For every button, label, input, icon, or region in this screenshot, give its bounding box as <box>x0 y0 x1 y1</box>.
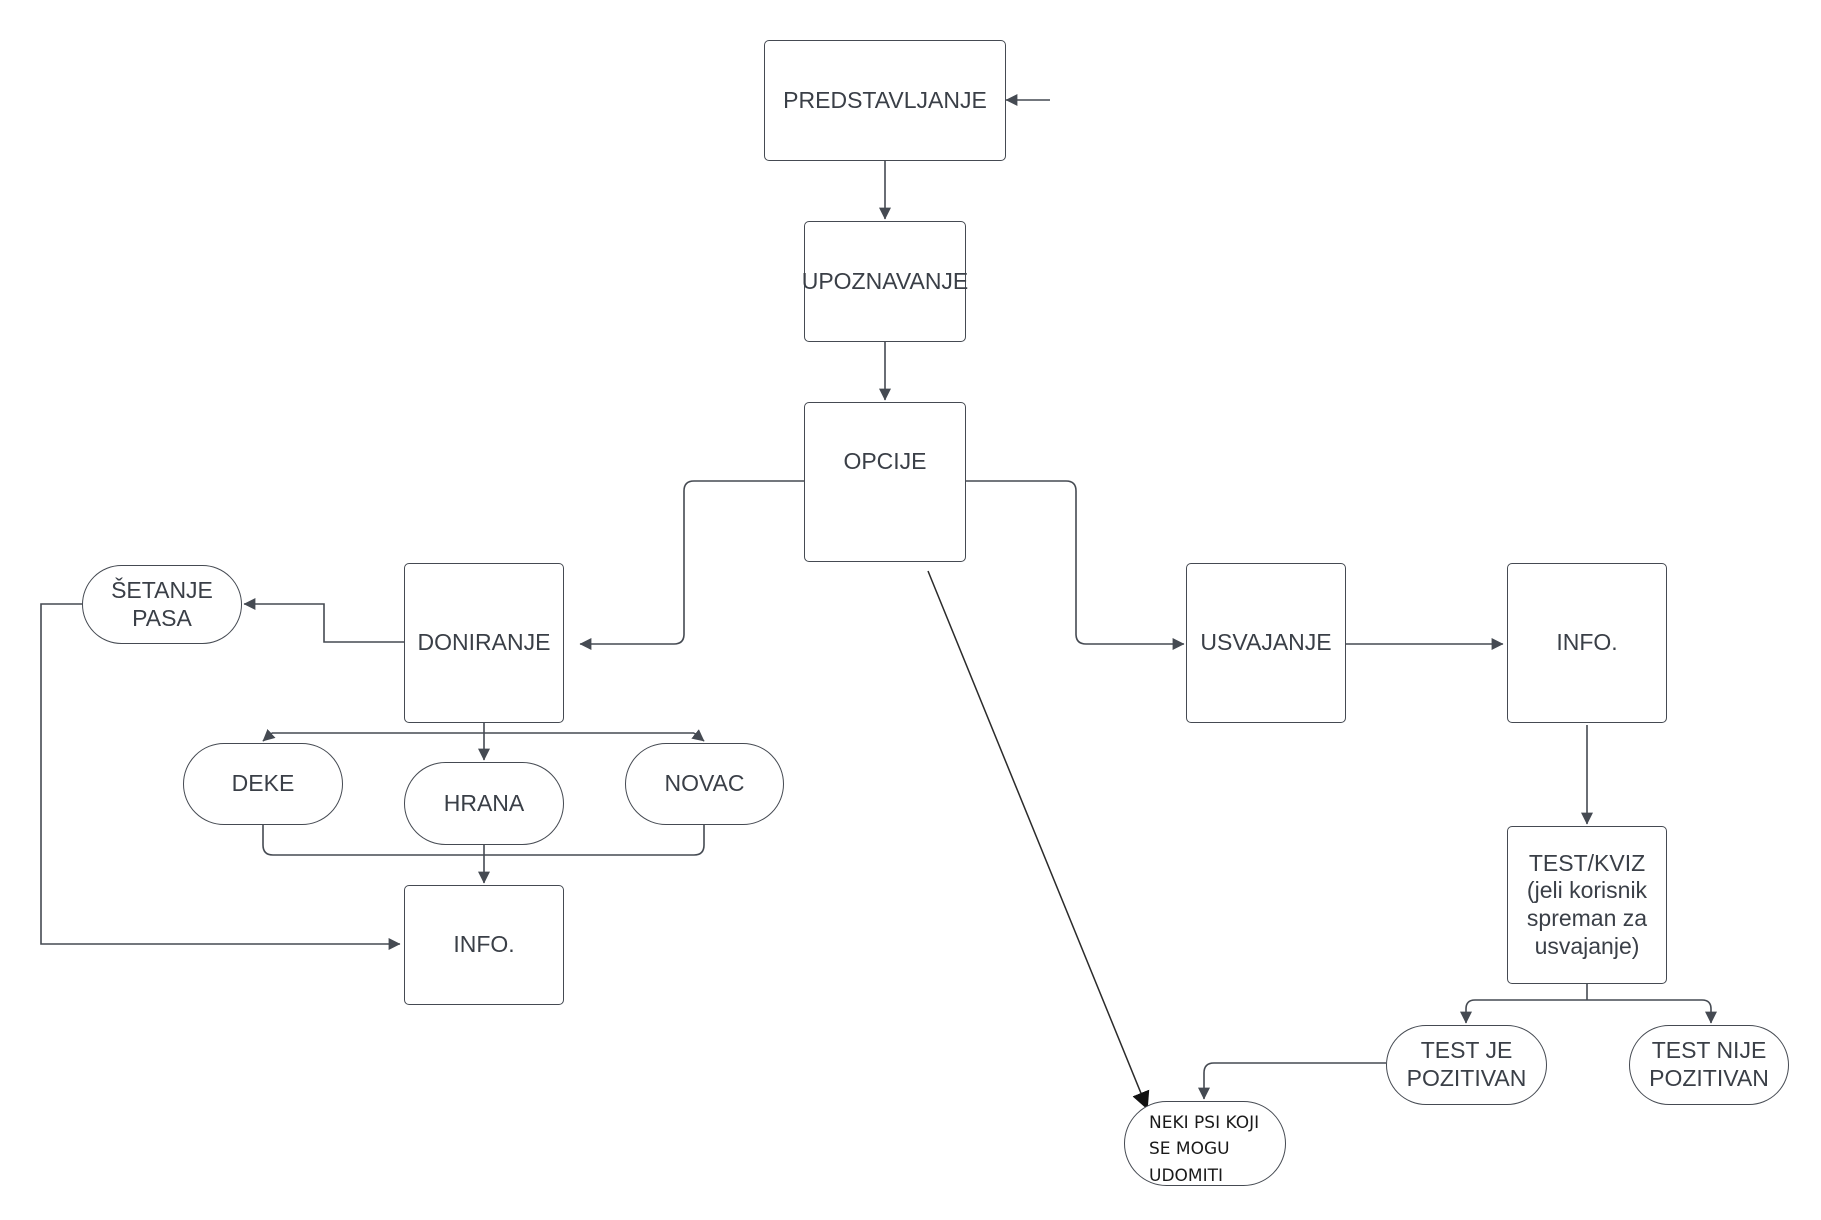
edge-doniranje-deke <box>262 728 276 742</box>
neki-psi-line-1: NEKI PSI KOJI <box>1149 1113 1260 1133</box>
node-setanje-pasa: ŠETANJE PASA <box>82 565 242 644</box>
node-hrana: HRANA <box>404 762 564 845</box>
edge-opcije-doniranje <box>579 480 804 650</box>
node-usvajanje: USVAJANJE <box>1186 563 1346 723</box>
node-upoznavanje: UPOZNAVANJE <box>802 221 968 342</box>
neki-psi-line-3: UDOMITI <box>1149 1165 1223 1186</box>
node-opcije: OPCIJE <box>804 402 966 562</box>
edge-opcije-neki-psi <box>927 570 1150 1110</box>
neki-psi-line-2: SE MOGU <box>1149 1139 1230 1160</box>
node-test-nije-pozitivan: TEST NIJE POZITIVAN <box>1629 1025 1789 1105</box>
node-doniranje: DONIRANJE <box>404 563 564 723</box>
edge-doniranje-setanje-pasa <box>243 598 404 643</box>
node-deke: DEKE <box>183 743 343 825</box>
edge-setanje-pasa-info <box>40 603 401 950</box>
edge-opcije-usvajanje <box>966 480 1185 650</box>
edge-test-kviz-je <box>1460 999 1587 1024</box>
node-test-kviz: TEST/KVIZ (jeli korisnik spreman za usva… <box>1507 826 1667 984</box>
edge-test-kviz-nije <box>1587 999 1717 1024</box>
node-info-usvajanje: INFO. <box>1507 563 1667 723</box>
node-neki-psi: NEKI PSI KOJI SE MOGU UDOMITI <box>1124 1101 1286 1186</box>
edge-test-je-neki-psi <box>1198 1062 1386 1100</box>
node-test-je-pozitivan: TEST JE POZITIVAN <box>1386 1025 1547 1105</box>
node-info-doniranje: INFO. <box>404 885 564 1005</box>
node-novac: NOVAC <box>625 743 784 825</box>
node-predstavljanje: PREDSTAVLJANJE <box>764 40 1006 161</box>
edge-doniranje-novac <box>691 729 705 742</box>
